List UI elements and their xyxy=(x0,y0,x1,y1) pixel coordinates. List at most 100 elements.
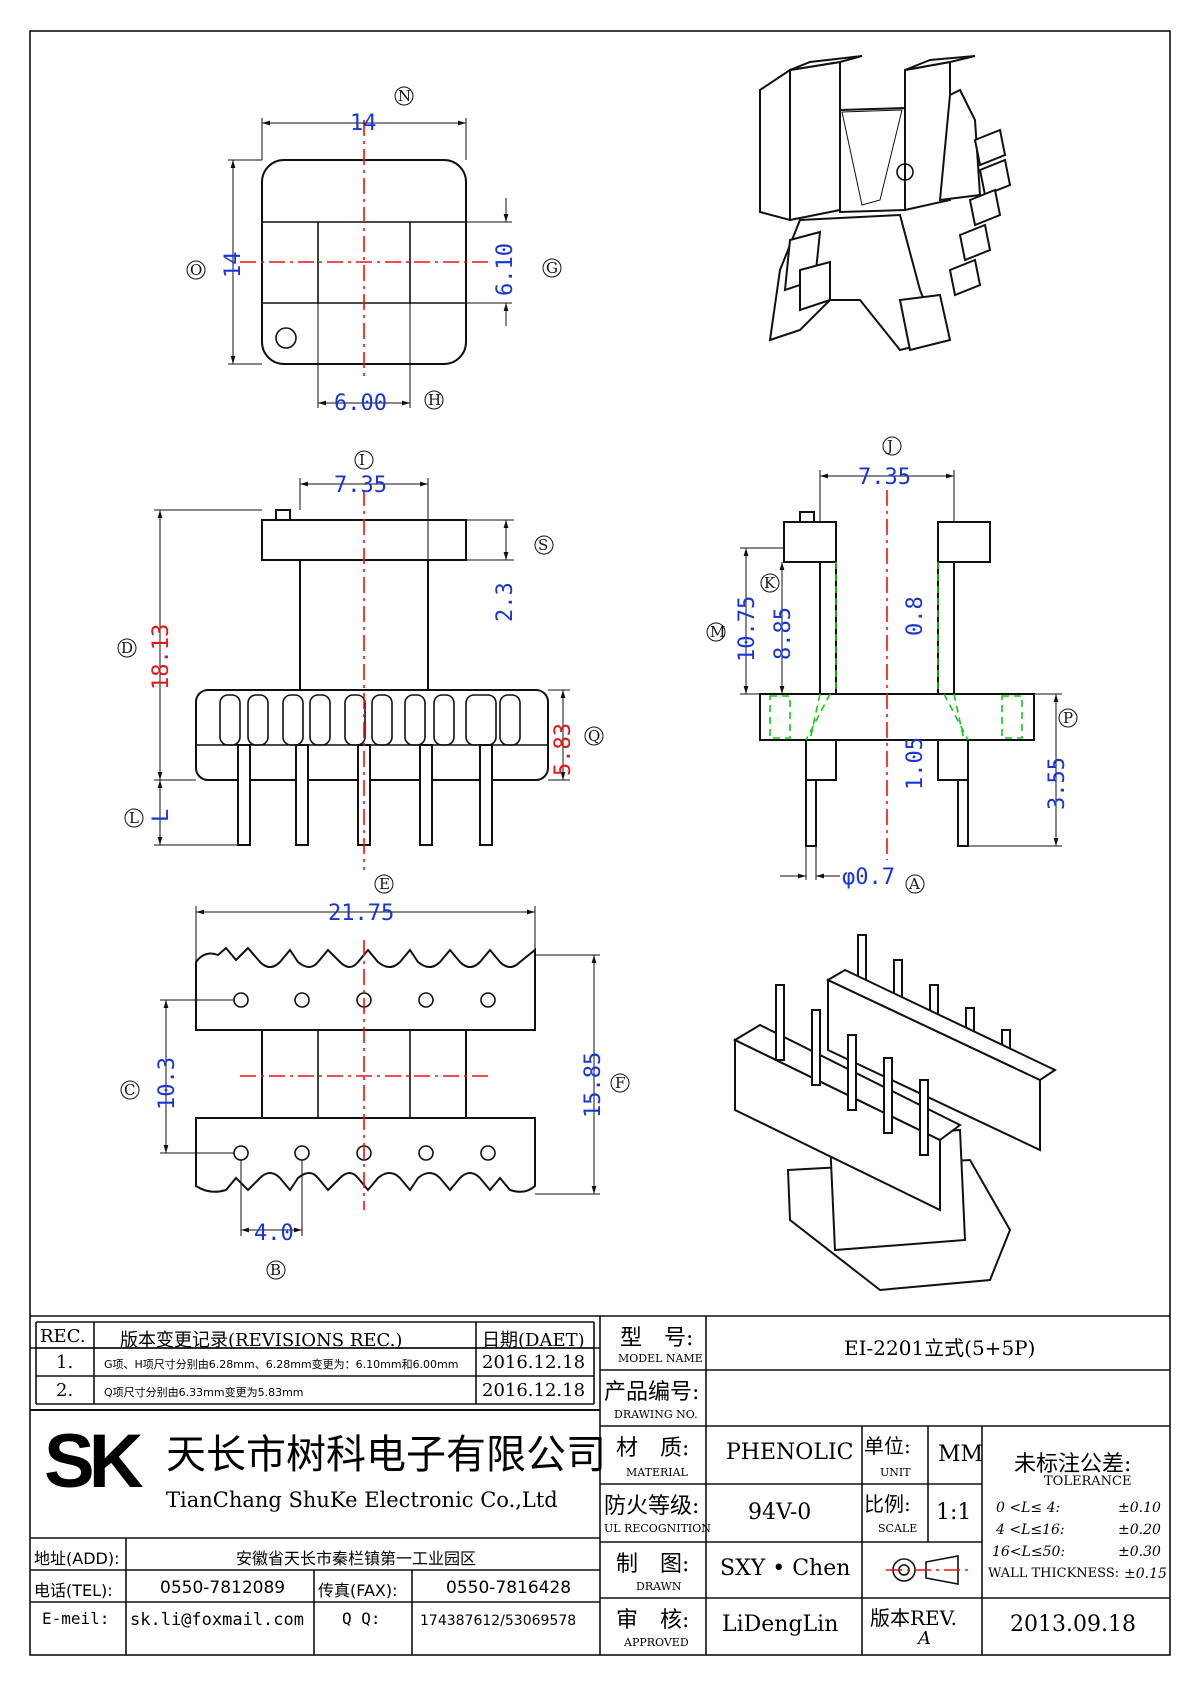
approved-value: LiDengLin xyxy=(722,1612,839,1637)
label-p: P xyxy=(1063,709,1073,727)
drawn-value: SXY • Chen xyxy=(720,1556,851,1581)
addr-label: 地址(ADD): xyxy=(34,1549,120,1568)
dim-f-value: 15.85 xyxy=(581,1052,606,1118)
model-label-en: MODEL NAME xyxy=(618,1352,703,1365)
label-n: N xyxy=(398,87,411,105)
label-f: F xyxy=(615,1074,625,1092)
tel-label: 电话(TEL): xyxy=(34,1581,113,1600)
qq-value: 174387612/53069578 xyxy=(420,1613,577,1629)
model-label-cn: 型 号: xyxy=(620,1326,694,1351)
rev-1-desc: G项、H项尺寸分别由6.28mm、6.28mm变更为：6.10mm和6.00mm xyxy=(104,1358,459,1371)
label-m: M xyxy=(710,623,725,641)
dim-l-value: L xyxy=(149,809,174,822)
rev-header-date: 日期(DAET) xyxy=(482,1330,585,1351)
label-j: J xyxy=(885,437,893,455)
label-k: K xyxy=(764,574,776,592)
label-c: C xyxy=(124,1081,135,1099)
front-view: 7.35 I 2.3 S 18.13 D 5.83 Q L L xyxy=(117,450,604,870)
scale-label-en: SCALE xyxy=(878,1522,918,1535)
mail-label: E-meil: xyxy=(42,1609,110,1628)
tol-range-3: 16<L≤50: xyxy=(992,1544,1066,1560)
drawn-label-en: DRAWN xyxy=(636,1580,682,1593)
label-l: L xyxy=(129,809,139,827)
rev-value: A xyxy=(918,1628,931,1649)
drawn-label-cn: 制 图: xyxy=(616,1552,690,1577)
label-i: I xyxy=(359,451,365,469)
qq-label: Q Q: xyxy=(342,1609,381,1628)
dim-d-value: 18.13 xyxy=(149,624,174,690)
tol-value-3: ±0.30 xyxy=(1118,1544,1161,1560)
dim-i-value: 7.35 xyxy=(334,473,387,498)
dim-08-value: 0.8 xyxy=(903,596,928,636)
dim-q-value: 5.83 xyxy=(551,723,576,776)
tol-range-4: WALL THICKNESS: xyxy=(988,1566,1120,1581)
rev-header-no: REC. xyxy=(40,1326,86,1347)
material-value: PHENOLIC xyxy=(726,1440,854,1465)
dim-o-value: 14 xyxy=(221,252,246,279)
side-view: 7.35 J 10.75 M 8.85 K 0.8 1.05 3.55 P φ0… xyxy=(706,436,1078,894)
mail-value: sk.li@foxmail.com xyxy=(130,1610,304,1630)
label-g: G xyxy=(546,259,558,277)
fax-label: 传真(FAX): xyxy=(318,1581,398,1600)
ul-label-cn: 防火等级: xyxy=(604,1494,700,1519)
dim-e-value: 21.75 xyxy=(328,901,394,926)
model-value: EI-2201立式(5+5P) xyxy=(844,1336,1036,1360)
rev-2-no: 2. xyxy=(56,1380,74,1401)
approved-label-cn: 审 核: xyxy=(616,1608,690,1633)
rev-2-desc: Q项尺寸分别由6.33mm变更为5.83mm xyxy=(104,1386,304,1399)
rev-2-date: 2016.12.18 xyxy=(482,1380,586,1401)
unit-value: MM xyxy=(938,1442,984,1467)
label-d: D xyxy=(121,639,133,657)
bottom-view: 21.75 E 10.3 C 15.85 F 4.0 B xyxy=(120,874,630,1280)
company-name-cn: 天长市树科电子有限公司 xyxy=(166,1432,606,1478)
ul-label-en: UL RECOGNITION xyxy=(604,1522,711,1535)
iso-view-top xyxy=(759,55,1012,352)
title-block-grid xyxy=(30,1315,1170,1655)
rev-1-no: 1. xyxy=(56,1352,74,1373)
material-label-cn: 材 质: xyxy=(616,1436,690,1461)
tolerance-title-cn: 未标注公差: xyxy=(1014,1452,1132,1477)
tol-value-2: ±0.20 xyxy=(1118,1522,1161,1538)
tol-value-4: ±0.15 xyxy=(1124,1566,1167,1582)
dim-j-value: 7.35 xyxy=(858,465,911,490)
approved-label-en: APPROVED xyxy=(624,1636,689,1649)
label-h: H xyxy=(428,391,441,409)
rev-header-desc: 版本变更记录(REVISIONS REC.) xyxy=(120,1330,403,1351)
label-o: O xyxy=(190,261,202,279)
fax-value: 0550-7816428 xyxy=(446,1578,572,1598)
company-logo: SK xyxy=(44,1419,144,1504)
rev-label: 版本REV. xyxy=(870,1606,957,1630)
dim-g-value: 6.10 xyxy=(493,243,518,296)
dim-c-value: 10.3 xyxy=(155,1057,180,1110)
scale-value: 1:1 xyxy=(936,1500,972,1525)
drawing-no-label-cn: 产品编号: xyxy=(604,1380,700,1405)
scale-label-cn: 比例: xyxy=(864,1492,911,1516)
tol-range-1: 0 <L≤ 4: xyxy=(996,1500,1061,1516)
tolerance-title-en: TOLERANCE xyxy=(1044,1474,1132,1489)
dim-p-value: 3.55 xyxy=(1045,757,1070,810)
company-name-en: TianChang ShuKe Electronic Co.,Ltd xyxy=(166,1488,558,1512)
tol-range-2: 4 <L≤16: xyxy=(996,1522,1065,1538)
top-view: 14 N 14 O 6.10 G 6.00 H xyxy=(186,86,562,416)
dim-s-value: 2.3 xyxy=(493,582,518,622)
tel-value: 0550-7812089 xyxy=(160,1578,286,1598)
label-a: A xyxy=(908,875,920,893)
ul-value: 94V-0 xyxy=(748,1500,812,1525)
label-s: S xyxy=(538,536,548,554)
dim-105-value: 1.05 xyxy=(903,737,928,790)
drawing-no-label-en: DRAWING NO. xyxy=(614,1408,698,1421)
drawing-date: 2013.09.18 xyxy=(1010,1612,1136,1637)
addr-value: 安徽省天长市秦栏镇第一工业园区 xyxy=(236,1549,477,1568)
tol-value-1: ±0.10 xyxy=(1118,1500,1161,1516)
label-e: E xyxy=(379,875,390,893)
unit-label-cn: 单位: xyxy=(864,1434,911,1458)
dim-b-value: 4.0 xyxy=(254,1221,294,1246)
label-q: Q xyxy=(588,727,600,745)
dim-m-value: 10.75 xyxy=(735,596,760,662)
dim-h-value: 6.00 xyxy=(334,391,387,416)
material-label-en: MATERIAL xyxy=(626,1466,688,1479)
iso-view-bottom xyxy=(732,934,1058,1292)
unit-label-en: UNIT xyxy=(880,1466,911,1479)
